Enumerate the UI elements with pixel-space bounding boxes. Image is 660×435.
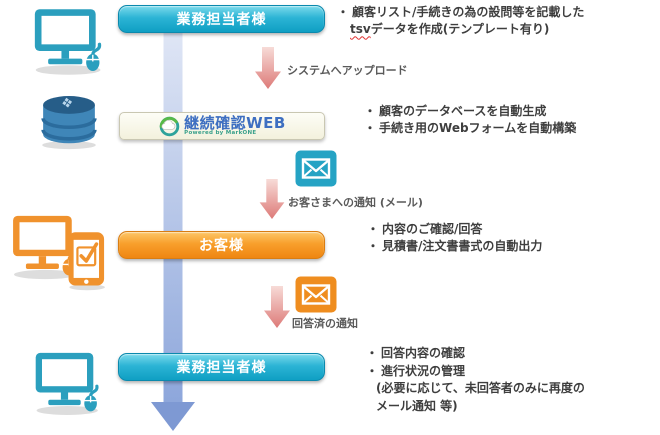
database-icon: [41, 96, 97, 150]
tsv-highlight: tsv: [350, 21, 371, 36]
note-text: (必要に応じて、未回答者のみに再度の: [376, 381, 585, 395]
note-text: 回答内容の確認: [381, 346, 466, 360]
note-customer-actions: ・ 内容のご確認/回答 ・ 見積書/注文書書式の自動出力: [367, 221, 542, 254]
mail-icon-orange: [295, 276, 337, 313]
db-grid-glyph: [62, 97, 73, 108]
smartphone-check-icon: [68, 232, 105, 291]
note-create-tsv: ・ 顧客リスト/手続きの為の設問等を記載した tsv データを作成(テンプレート…: [337, 4, 584, 37]
notify-customer-arrow-label: お客さまへの通知 (メール): [288, 196, 423, 209]
customer-box: お客様: [118, 231, 325, 259]
bullet: ・: [367, 222, 380, 236]
note-text: メール通知 等): [376, 398, 458, 413]
note-text: 顧客のデータベースを自動生成: [379, 104, 547, 118]
system-logo-box: 継続確認WEB Powered by MarkONE: [119, 112, 325, 140]
bullet: ・: [364, 104, 377, 118]
upload-arrow-label: システムへアップロード: [287, 64, 408, 77]
brand-name: 継続確認WEB: [184, 113, 286, 132]
staff-box-top-label: 業務担当者様: [176, 12, 267, 28]
bullet: ・: [367, 238, 380, 253]
pc-icon-top: [34, 9, 102, 75]
notify-customer-arrow-icon: [259, 179, 285, 219]
note-text: 進行状況の管理: [381, 363, 466, 378]
customer-devices-icon: [10, 214, 112, 294]
note-text: 顧客リスト/手続きの為の設問等を記載した: [352, 5, 585, 19]
note-auto-build: ・ 顧客のデータベースを自動生成 ・ 手続き用のWebフォームを自動構築: [364, 103, 576, 136]
bullet: ・: [366, 346, 379, 360]
mail-icon-teal: [295, 150, 337, 187]
customer-box-label: お客様: [199, 238, 244, 254]
answered-arrow-label: 回答済の通知: [292, 317, 358, 330]
staff-box-top: 業務担当者様: [118, 5, 325, 33]
bullet: ・: [337, 5, 350, 19]
recycle-cloud-logo-icon: [159, 116, 180, 136]
answered-arrow-icon: [264, 286, 290, 328]
bullet: ・: [364, 120, 377, 135]
note-text: 内容のご確認/回答: [382, 222, 483, 236]
note-text: データを作成(テンプレート有り): [370, 21, 550, 36]
bullet: ・: [366, 363, 379, 378]
note-staff-followup: ・ 回答内容の確認 ・ 進行状況の管理 (必要に応じて、未回答者のみに再度の メ…: [366, 345, 585, 415]
note-text: 見積書/注文書書式の自動出力: [382, 238, 543, 253]
staff-box-bottom-label: 業務担当者様: [176, 360, 267, 376]
staff-box-bottom: 業務担当者様: [118, 353, 325, 381]
pc-icon-bottom: [35, 352, 99, 415]
powered-by: Powered by MarkONE: [184, 129, 257, 136]
upload-arrow-icon: [255, 47, 281, 89]
note-text: 手続き用のWebフォームを自動構築: [379, 120, 577, 135]
